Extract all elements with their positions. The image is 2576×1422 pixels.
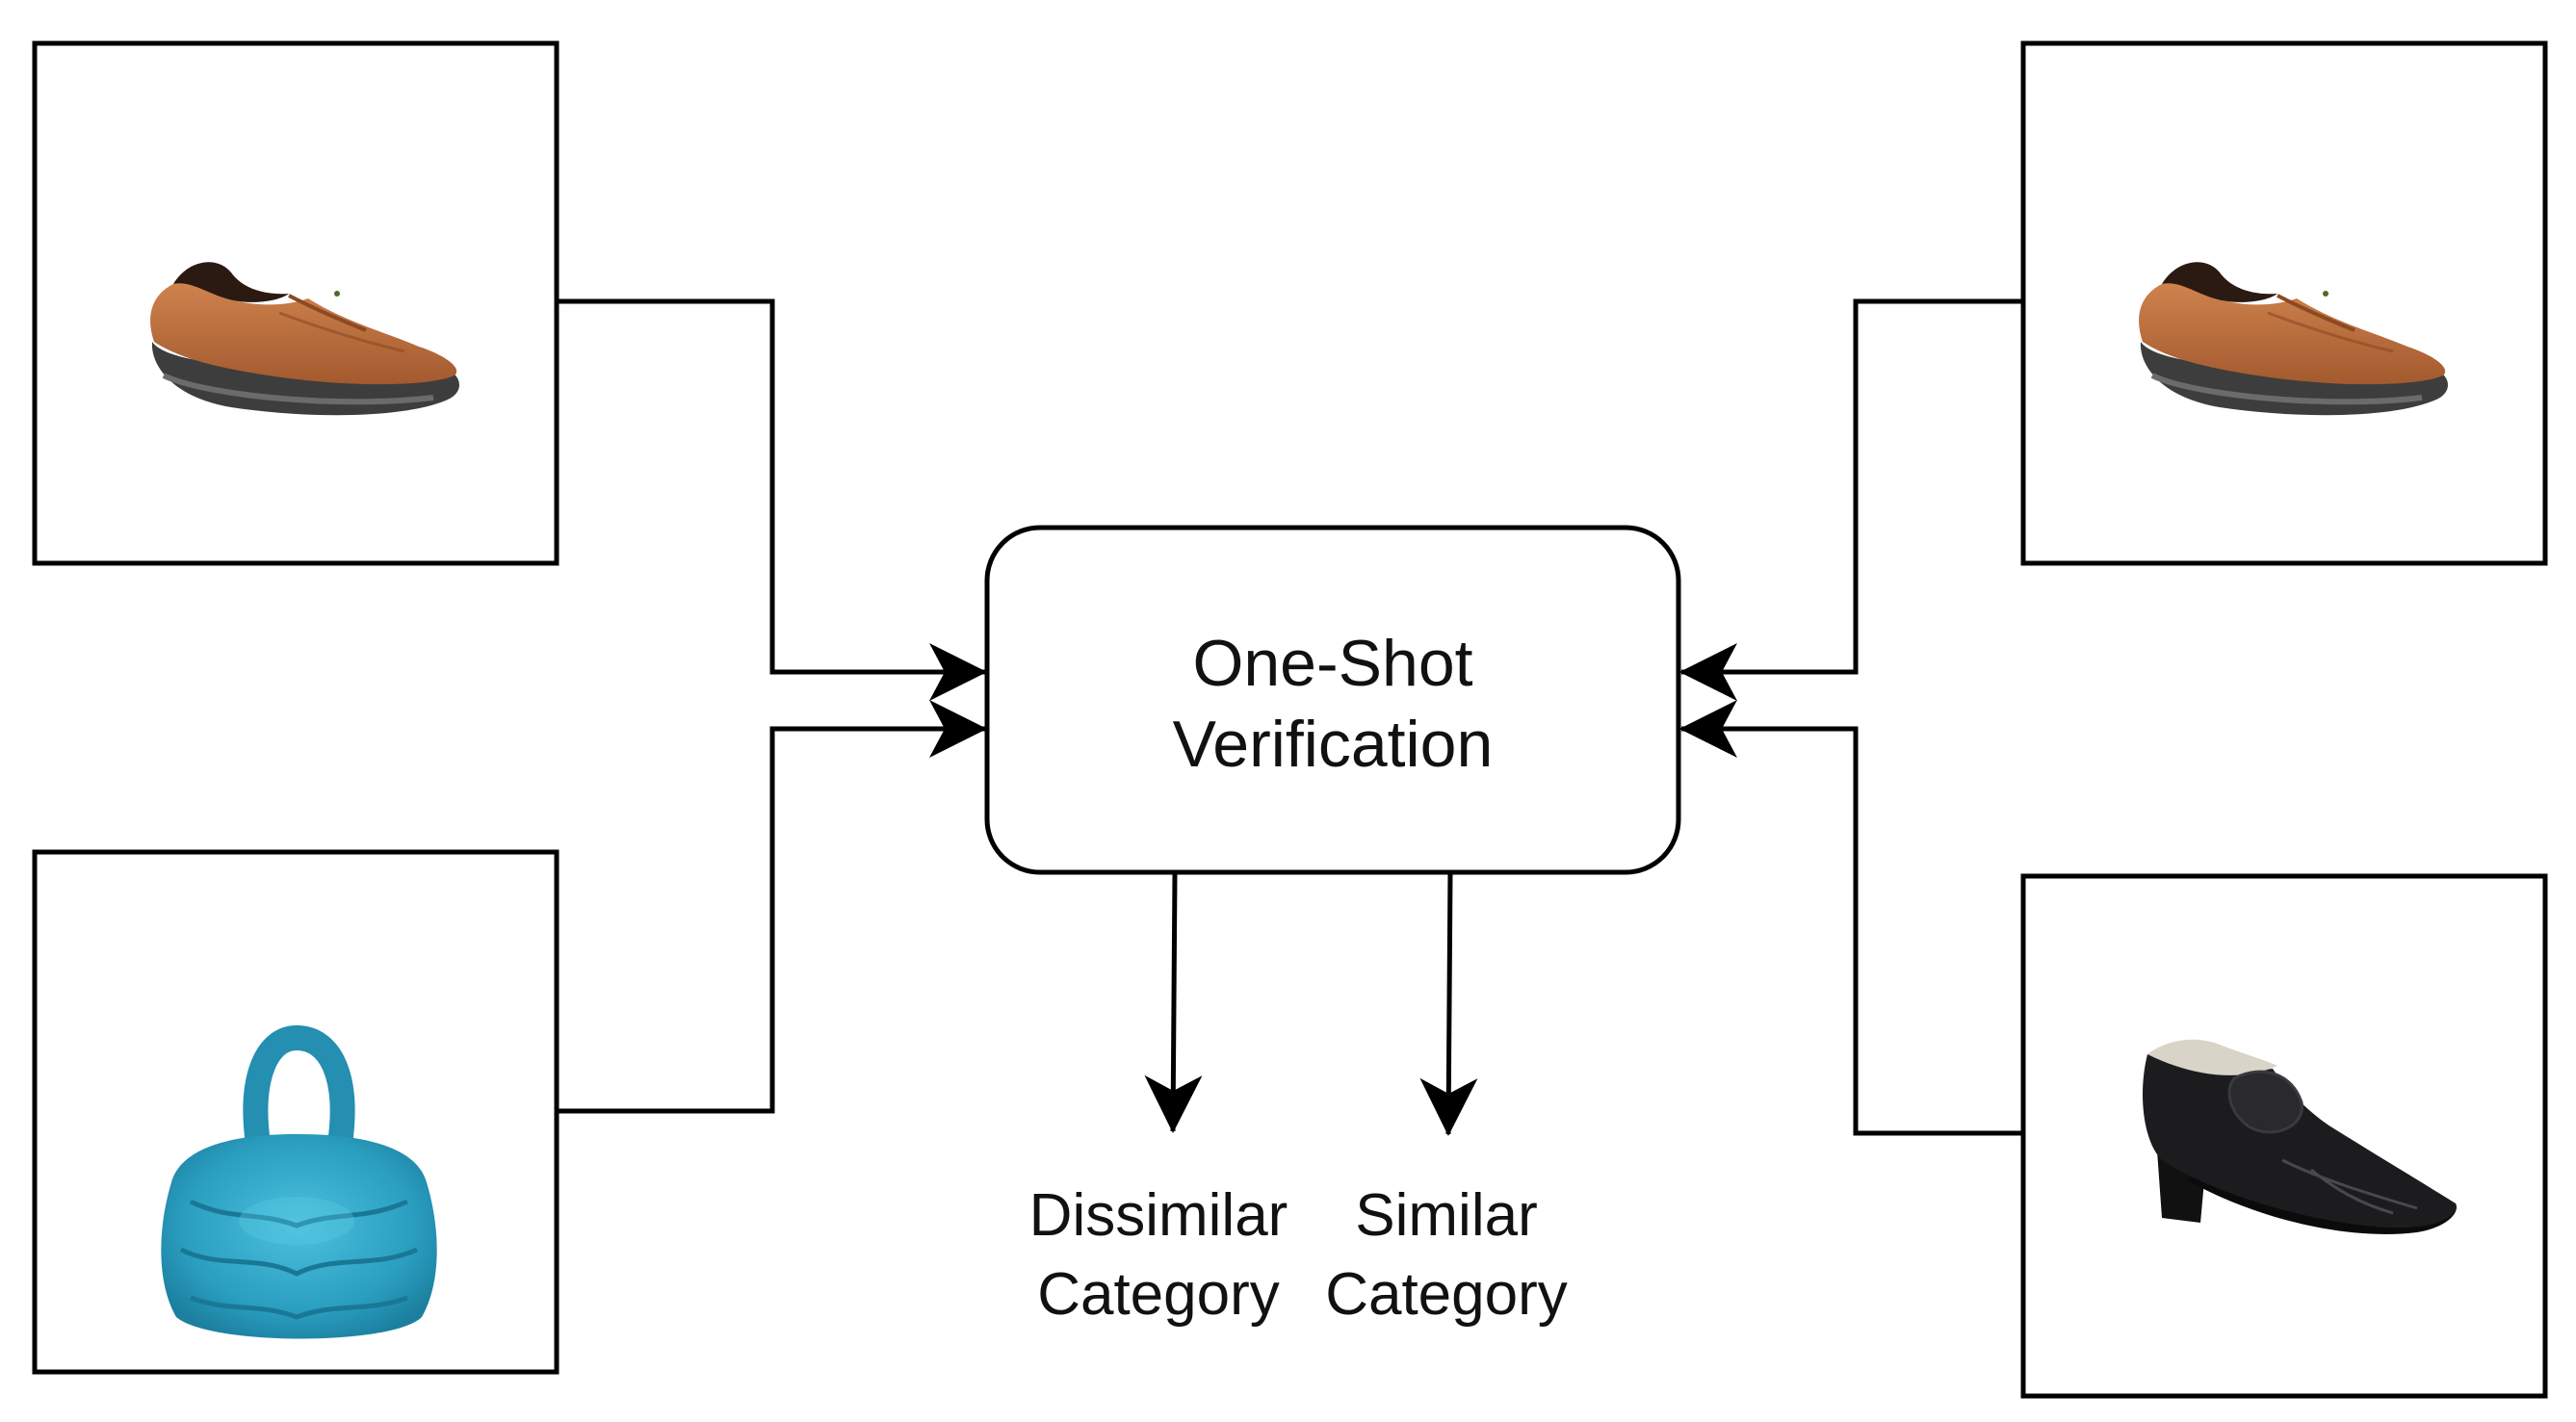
- connector-top-right: [1679, 298, 2023, 701]
- blue-handbag-icon: [161, 1024, 437, 1339]
- output-arrow-dissimilar: [1144, 871, 1203, 1133]
- center-box-title-line1: One-Shot: [1192, 627, 1472, 700]
- brown-shoe-icon: [150, 262, 459, 416]
- output-label-similar: Similar Category: [1325, 1182, 1568, 1328]
- similar-label-line2: Category: [1325, 1261, 1568, 1328]
- dissimilar-label-line2: Category: [1037, 1261, 1280, 1328]
- center-box-title-line2: Verification: [1173, 708, 1494, 781]
- similar-label-line1: Similar: [1355, 1182, 1537, 1249]
- connector-bottom-right: [1679, 700, 2023, 1136]
- connector-top-left: [557, 298, 987, 701]
- image-frame-top-left: [32, 40, 559, 566]
- output-label-dissimilar: Dissimilar Category: [1029, 1182, 1288, 1328]
- dissimilar-label-line1: Dissimilar: [1029, 1182, 1288, 1249]
- brown-shoe-icon: [2139, 262, 2448, 416]
- output-arrow-similar: [1419, 871, 1478, 1136]
- image-frame-bottom-right: [2020, 873, 2548, 1399]
- image-frame-bottom-left: [32, 849, 559, 1375]
- black-loafer-icon: [2143, 1039, 2457, 1234]
- connector-bottom-left: [557, 700, 987, 1114]
- image-frame-top-right: [2020, 40, 2548, 566]
- one-shot-verification-box: One-Shot Verification: [984, 525, 1681, 875]
